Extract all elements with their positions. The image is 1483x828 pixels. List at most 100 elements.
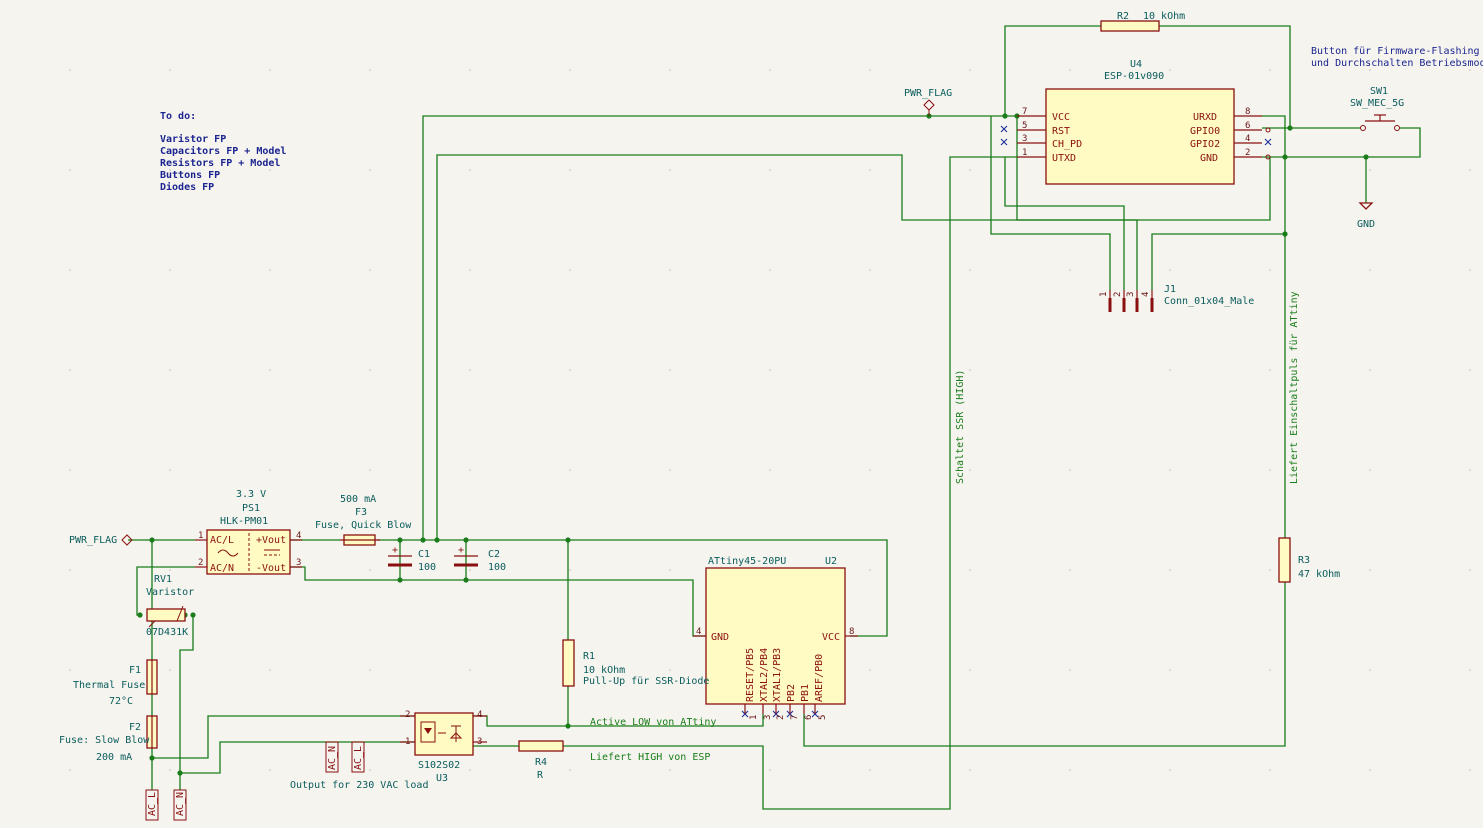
label-high-esp: Liefert HIGH von ESP: [590, 752, 710, 763]
u2-pin-num: 1: [749, 715, 759, 720]
u2-pin-num: 4: [696, 627, 701, 637]
resistor-r3[interactable]: R3 47 kOhm: [1278, 537, 1340, 583]
gnd-label: GND: [1357, 219, 1375, 230]
todo-item: Capacitors FP + Model: [160, 145, 286, 157]
ssr-u3[interactable]: 2 1 4 3 S102S02 U3: [400, 710, 487, 784]
output-label: Output for 230 VAC load: [290, 780, 428, 791]
u4-pin-num: 4: [1245, 134, 1250, 144]
u2-pin-name: VCC: [822, 632, 840, 643]
todo-item: Resistors FP + Model: [160, 157, 280, 169]
todo-item: Buttons FP: [160, 170, 220, 181]
u4-pin-num: 3: [1022, 134, 1027, 144]
capacitor-c2[interactable]: + C2 100: [454, 545, 506, 573]
u3-value: S102S02: [418, 760, 460, 771]
note-line: und Durchschalten Betriebsmodi: [1311, 58, 1483, 69]
u2-pin-name: PB1: [800, 684, 811, 702]
todo-item: Varistor FP: [160, 133, 226, 145]
u2-value: ATtiny45-20PU: [708, 556, 786, 567]
button-note: Button für Firmware-Flashing und Durchsc…: [1311, 46, 1483, 69]
j1-ref: J1: [1164, 284, 1176, 295]
u4-pin-num: 8: [1245, 107, 1250, 117]
u4-pin-num: 5: [1022, 121, 1027, 131]
u3-ref: U3: [436, 773, 448, 784]
pwr-flag-top: PWR_FLAG: [904, 88, 952, 116]
port-ac-l: AC_L: [145, 789, 159, 821]
wires: [128, 25, 1421, 810]
u2-ref: U2: [825, 556, 837, 567]
j1-pin-num: 1: [1099, 292, 1109, 297]
j1-value: Conn_01x04_Male: [1164, 296, 1254, 307]
u2-pin-num: 6: [804, 715, 814, 720]
connector-j1[interactable]: 1 2 3 4 J1 Conn_01x04_Male: [1099, 284, 1254, 312]
sw1-ref: SW1: [1370, 86, 1388, 97]
f2-ref: F2: [129, 722, 141, 733]
esp-module-u4[interactable]: U4 ESP-01v090 7 5 3 1 VCC RST CH_PD UTXD…: [1017, 59, 1271, 185]
gnd-symbol: GND: [1357, 202, 1375, 230]
ps1-value: HLK-PM01: [220, 516, 268, 527]
u2-pin-num: 5: [818, 715, 828, 720]
capacitor-c1[interactable]: + C1 100: [388, 545, 436, 573]
u2-pin-name: XTAL2/PB4: [759, 648, 770, 702]
todo-title: To do:: [160, 111, 196, 122]
pwr-flag-left: PWR_FLAG: [69, 534, 133, 546]
f1-ref: F1: [129, 665, 141, 676]
ps1-pin-num: 3: [296, 558, 301, 568]
c2-value: 100: [488, 562, 506, 573]
note-line: Button für Firmware-Flashing: [1311, 46, 1480, 57]
u4-pin-num: 1: [1022, 148, 1027, 158]
fuse-f2[interactable]: F2 Fuse: Slow Blow 200 mA: [59, 715, 158, 763]
ps1-pin-num: 1: [198, 531, 203, 541]
ac-n-label: AC_N: [327, 746, 338, 770]
rv1-ref: RV1: [154, 574, 172, 585]
r4-ref: R4: [535, 757, 547, 768]
varistor-rv1[interactable]: RV1 Varistor 07D431K: [146, 574, 194, 638]
port-ac-n: AC_N: [173, 789, 187, 821]
c1-value: 100: [418, 562, 436, 573]
switch-sw1[interactable]: SW1 SW_MEC_5G: [1350, 86, 1404, 131]
c2-ref: C2: [488, 549, 500, 560]
ps1-pin-num: 4: [296, 531, 301, 541]
resistor-r2[interactable]: R2 10 kOhm: [1100, 11, 1185, 32]
u3-pin-num: 1: [405, 737, 410, 747]
resistor-r1[interactable]: R1 10 kOhm Pull-Up für SSR-Diode: [562, 639, 709, 687]
u4-pin-name: GPIO0: [1190, 126, 1220, 137]
j1-pin-num: 2: [1113, 292, 1123, 297]
u4-pin-name: UTXD: [1052, 153, 1076, 164]
r4-value: R: [537, 770, 544, 781]
u3-pin-num: 4: [477, 710, 482, 720]
ps1-pin-name: AC/L: [210, 535, 234, 546]
f2-value: Fuse: Slow Blow: [59, 735, 150, 746]
power-supply-ps1[interactable]: 1 2 4 3 AC/L AC/N +Vout -Vout 3.3 V PS1 …: [195, 489, 302, 575]
mcu-u2[interactable]: ATtiny45-20PU U2 4 8 GND VCC RESET/PB5 X…: [693, 556, 858, 720]
u2-pin-name: PB2: [786, 684, 797, 702]
r1-note: Pull-Up für SSR-Diode: [583, 676, 709, 687]
r1-value: 10 kOhm: [583, 665, 625, 676]
u4-pin-name: URXD: [1193, 112, 1217, 123]
u4-pin-num: 7: [1022, 107, 1027, 117]
u4-pin-name: VCC: [1052, 112, 1070, 123]
port-output-n: AC_N: [325, 741, 339, 773]
u2-pin-name: GND: [711, 632, 729, 643]
j1-pin-num: 3: [1126, 292, 1136, 297]
fuse-f1[interactable]: F1 Thermal Fuse 72°C: [73, 659, 158, 707]
r3-ref: R3: [1298, 555, 1310, 566]
ac-n-label: AC_N: [175, 792, 186, 816]
resistor-r4[interactable]: R4 R: [518, 740, 564, 781]
todo-note: To do: Varistor FP Capacitors FP + Model…: [160, 111, 286, 193]
u3-pin-num: 2: [405, 710, 410, 720]
ps1-ref: PS1: [242, 503, 260, 514]
rv1-part: 07D431K: [146, 627, 188, 638]
ps1-voltage: 3.3 V: [236, 489, 266, 500]
u3-pin-num: 3: [477, 737, 482, 747]
u2-pin-num: 7: [790, 715, 800, 720]
ps1-pin-name: +Vout: [256, 535, 286, 546]
f1-temp: 72°C: [109, 696, 133, 707]
ac-l-label: AC_L: [147, 792, 158, 816]
f1-value: Thermal Fuse: [73, 680, 145, 691]
label-einschaltpuls: Liefert Einschaltpuls für ATtiny: [1289, 291, 1300, 484]
label-schaltet-ssr: Schaltet SSR (HIGH): [955, 370, 966, 484]
port-output-l: AC_L: [351, 741, 365, 773]
u2-pin-num: 3: [763, 715, 773, 720]
fuse-f3[interactable]: 500 mA F3 Fuse, Quick Blow: [315, 494, 412, 546]
